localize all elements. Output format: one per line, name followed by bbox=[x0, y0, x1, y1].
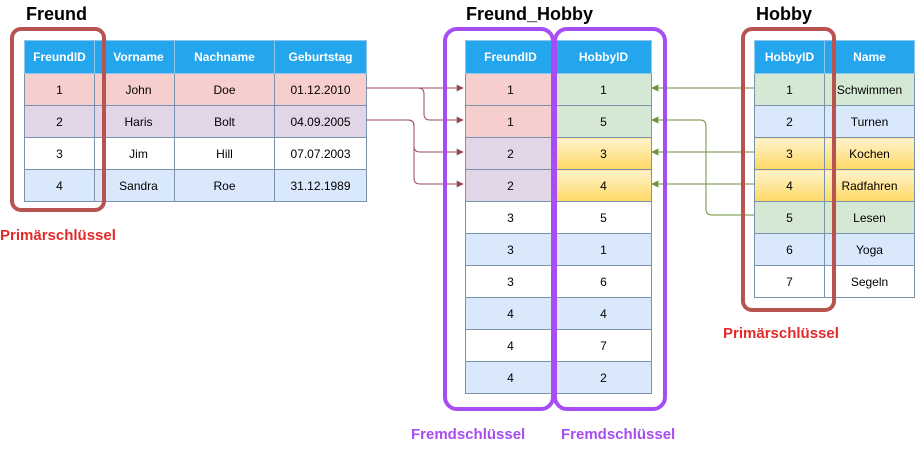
table-cell: Doe bbox=[174, 73, 275, 106]
arrow-hobby-5-to-row-2 bbox=[651, 116, 754, 216]
table-cell: 4 bbox=[24, 169, 95, 202]
table-cell: 3 bbox=[465, 265, 556, 298]
foreign-key-label-hobbyid: Fremdschlüssel bbox=[561, 426, 676, 443]
foreign-key-label-freundid: Fremdschlüssel bbox=[411, 426, 526, 443]
table-header-row: FreundID HobbyID bbox=[465, 40, 652, 74]
table-cell: 4 bbox=[555, 169, 652, 202]
table-cell: John bbox=[102, 73, 175, 106]
table-cell: 3 bbox=[24, 137, 95, 170]
table-row: 3 Jim Hill 07.07.2003 bbox=[24, 137, 367, 170]
table-cell: 7 bbox=[754, 265, 825, 298]
hobby-title: Hobby bbox=[756, 4, 812, 24]
column-header-hobbyid: HobbyID bbox=[754, 40, 825, 74]
table-cell: 2 bbox=[465, 169, 556, 202]
table-cell: Bolt bbox=[174, 105, 275, 138]
table-cell: 4 bbox=[754, 169, 825, 202]
arrow-freund-1-to-row-2 bbox=[366, 87, 464, 124]
table-cell: Turnen bbox=[824, 105, 915, 138]
column-header-vorname: Vorname bbox=[102, 40, 175, 74]
table-cell: Jim bbox=[102, 137, 175, 170]
column-header-name: Name bbox=[824, 40, 915, 74]
table-cell: Kochen bbox=[824, 137, 915, 170]
table-cell: 3 bbox=[465, 233, 556, 266]
table-cell: 4 bbox=[465, 361, 556, 394]
freund-hobby-title: Freund_Hobby bbox=[466, 4, 594, 24]
table-cell: 5 bbox=[555, 105, 652, 138]
column-header-freundid: FreundID bbox=[465, 40, 556, 74]
table-cell: 1 bbox=[465, 105, 556, 138]
table-cell: 5 bbox=[754, 201, 825, 234]
table-cell: 4 bbox=[465, 329, 556, 362]
table-cell: 6 bbox=[754, 233, 825, 266]
table-cell: Radfahren bbox=[824, 169, 915, 202]
table-cell: 7 bbox=[555, 329, 652, 362]
arrow-freund-2-to-row-4 bbox=[366, 119, 464, 188]
primary-key-label-hobby: Primärschlüssel bbox=[723, 325, 839, 342]
table-row: 4 Sandra Roe 31.12.1989 bbox=[24, 169, 367, 202]
table-cell: Segeln bbox=[824, 265, 915, 298]
table-cell: 4 bbox=[555, 297, 652, 330]
table-cell: Haris bbox=[102, 105, 175, 138]
table-cell: 1 bbox=[754, 73, 825, 106]
table-cell: 6 bbox=[555, 265, 652, 298]
table-cell: 1 bbox=[555, 73, 652, 106]
table-cell: 1 bbox=[465, 73, 556, 106]
table-header-row: HobbyID Name bbox=[754, 40, 915, 74]
table-cell: 31.12.1989 bbox=[274, 169, 367, 202]
primary-key-label-freund: Primärschlüssel bbox=[0, 227, 116, 244]
table-cell: 04.09.2005 bbox=[274, 105, 367, 138]
table-cell: 2 bbox=[754, 105, 825, 138]
column-header-freundid: FreundID bbox=[24, 40, 95, 74]
table-cell: Roe bbox=[174, 169, 275, 202]
table-cell: Schwimmen bbox=[824, 73, 915, 106]
table-cell: Sandra bbox=[102, 169, 175, 202]
freund-title: Freund bbox=[26, 4, 87, 24]
table-cell: 2 bbox=[555, 361, 652, 394]
freund-table: FreundID Vorname Nachname Geburtstag 1 J… bbox=[24, 40, 367, 202]
table-cell: 3 bbox=[754, 137, 825, 170]
